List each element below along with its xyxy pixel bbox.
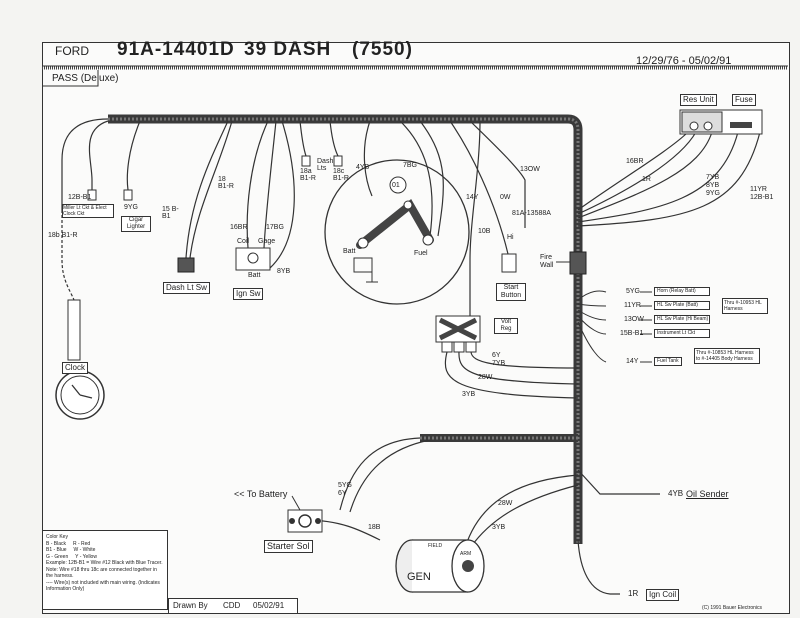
fuse-label: Fuse [732, 94, 756, 106]
clock-label: Clock [62, 362, 89, 374]
wire-8yb-r: 8YB [706, 182, 720, 189]
wire-15-b-b1: 15 B-B1 [162, 206, 179, 220]
color-key-title: Color Key [46, 534, 68, 540]
hl-harness-note: Thru #-10953 HL Harness [722, 298, 768, 314]
body-harness-note: Thru #-10853 HL Harness to #-14405 Body … [694, 348, 760, 364]
wire-18c: 18c B1-R [333, 168, 349, 182]
gen-label: GEN [407, 571, 431, 583]
dash-lts-label: Dash Lts [317, 158, 334, 172]
wire-18b-b1r: 18b B1-R [48, 232, 78, 239]
color-key-note: ---- Wire(s) not included with main wiri… [46, 579, 160, 593]
wire-6y2: 6Y [338, 490, 347, 497]
ign-batt-label: Batt [248, 272, 261, 279]
circuit-wire-15b-b1: 15B-B1 [620, 330, 644, 337]
wire-hi: Hi [507, 234, 514, 241]
starter-sol-body [287, 509, 323, 533]
gauge-batt-label: Batt [343, 248, 356, 255]
gen-field-label: FIELD [428, 543, 443, 549]
drawn-date: 05/02/91 [253, 601, 285, 610]
color-key-example: Example: 12B-B1 = Wire #12 Black with Bl… [46, 560, 163, 566]
circuit-wire-11yr: 11YR [624, 302, 641, 309]
wire-9yg: 9YG [124, 204, 139, 211]
wire-18a: 18a B1-R [300, 168, 316, 182]
color-key-row: B - Black R - Red [46, 540, 91, 547]
diagram-sheet [42, 42, 790, 614]
part-number: 91A-14401D [117, 39, 235, 60]
circuit-wire-13ow: 13OW [624, 316, 644, 323]
oil-sender-label: Oil Sender [686, 489, 729, 499]
wire-7bg: 7BG [403, 162, 418, 169]
wire-9yg-r: 9YG [706, 190, 721, 197]
date-range: 12/29/76 - 05/02/91 [636, 55, 732, 67]
color-key: Color Key B - Black R - Red B1 - Blue W … [42, 530, 168, 610]
wire-28w2: 28W [498, 500, 513, 507]
drawn-by-value: CDD [223, 601, 241, 610]
wire-5yg2: 5YG [338, 482, 353, 489]
gauge-fuel-label: Fuel [414, 250, 428, 257]
to-battery-label: << To Battery [234, 489, 288, 499]
wire-1r2: 1R [628, 589, 639, 598]
gauge-01-label: 01 [392, 182, 400, 189]
wire-3yb: 3YB [462, 391, 476, 398]
color-key-row: G - Green Y - Yellow [46, 553, 97, 560]
wire-7yb: 7YB [706, 174, 720, 181]
gage-label: Gage [258, 238, 276, 245]
drawn-by-block: Drawn By CDD 05/02/91 [168, 598, 298, 614]
wire-12b-b1-r: 12B-B1 [750, 194, 774, 201]
dash-lt-sw-label: Dash Lt Sw [163, 282, 210, 294]
wire-14y: 14Y [466, 194, 479, 201]
wire-7yb2: 7YB [492, 360, 506, 367]
circuit-label-horn: Horn (Relay Batt) [654, 287, 710, 296]
res-unit-label: Res Unit [680, 94, 717, 106]
wire-28w: 28W [478, 374, 493, 381]
circuit-label-hl-batt: HL Sw Plate (Batt) [654, 301, 710, 310]
wire-18-b1r: 18 B1-R [218, 176, 234, 190]
gen-arm-label: ARM [460, 551, 472, 557]
wire-1r: 1R [642, 176, 651, 183]
color-key-note: Note: Wire #18 thru 18c are connected to… [46, 566, 157, 580]
gauge-cluster [324, 159, 470, 305]
wire-4yb-top: 4YB [356, 164, 370, 171]
wire-18b: 18B [368, 524, 381, 531]
miller-ckt-label: Miller Lt Ckt & Elect Clock Ckt [62, 204, 114, 218]
wire-0w: 0W [500, 194, 511, 201]
circuit-label-hl-hibeam: HL Sw Plate (Hi Beam) [654, 315, 710, 324]
fire-wall-label: Fire Wall [540, 254, 554, 269]
wire-17bg: 17BG [266, 224, 284, 231]
wire-8yb: 8YB [277, 268, 291, 275]
circuit-label-fuel-tank: Fuel Tank [654, 357, 682, 366]
make-label: FORD [55, 44, 89, 58]
wire-6y: 6Y [492, 352, 501, 359]
wire-4yb: 4YB [668, 489, 684, 498]
wire-16br-r: 16BR [626, 158, 644, 165]
starter-sol-label: Starter Sol [264, 540, 313, 553]
diagram-title: 39 DASH [244, 39, 332, 60]
coil-label: Coil [237, 238, 250, 245]
ign-coil-label: Ign Coil [646, 589, 680, 601]
wire-11yr: 11YR [750, 186, 767, 193]
wire-81a: 81A-13588A [512, 210, 551, 217]
start-button-label: Start Button [496, 283, 526, 301]
circuit-label-instr: Instrument Lt Ckt [654, 329, 710, 338]
wire-3yb2: 3YB [492, 524, 506, 531]
circuit-wire-14y: 14Y [626, 358, 639, 365]
wire-10b: 10B [478, 228, 491, 235]
variant-label: PASS (Deluxe) [52, 73, 119, 84]
generator-body [395, 539, 485, 593]
volt-reg-label: Volt Reg [494, 318, 518, 334]
wire-16br: 16BR [230, 224, 248, 231]
diagram-code: (7550) [352, 39, 413, 60]
color-key-row: B1 - Blue W - White [46, 547, 96, 553]
wire-12b-b1: 12B-B1 [68, 194, 92, 201]
wire-13ow: 13OW [520, 166, 540, 173]
copyright: (C) 1991 Bauer Electronics [702, 605, 763, 611]
ign-sw-body [235, 247, 271, 271]
lighter-label: Cigar Lighter [121, 216, 151, 232]
ign-sw-label: Ign Sw [233, 288, 264, 300]
circuit-wire-5yg: 5YG [626, 288, 641, 295]
drawn-by-label: Drawn By [173, 601, 208, 610]
